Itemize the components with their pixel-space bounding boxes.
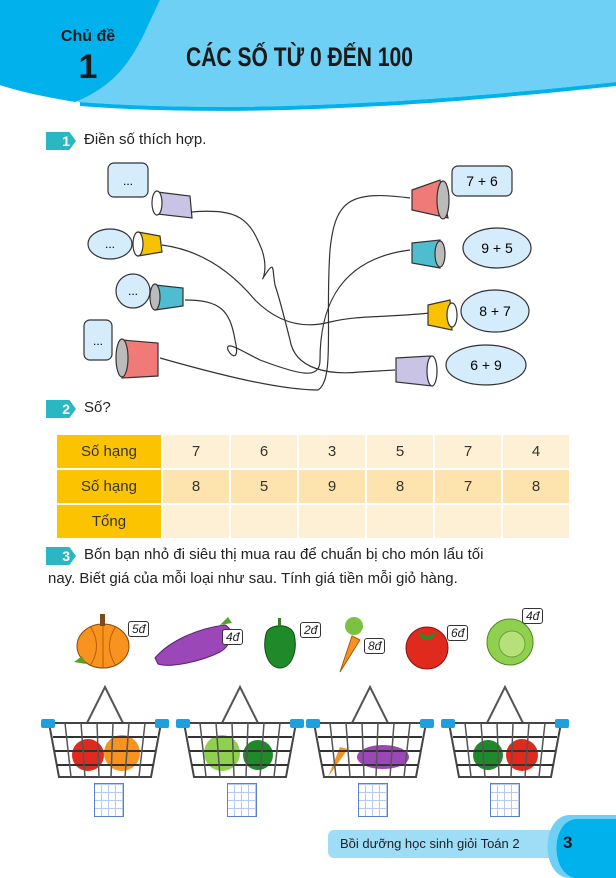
price-tag-tomato: 6đ bbox=[447, 625, 469, 641]
carrot-icon bbox=[339, 617, 363, 673]
basket-4 bbox=[440, 686, 570, 778]
exercise-2-badge: 2 bbox=[46, 400, 76, 418]
book-title: Bồi dưỡng học sinh giỏi Toán 2 bbox=[340, 836, 520, 851]
left-bubble-1-text: ... bbox=[123, 174, 133, 188]
bell-pepper-icon bbox=[264, 618, 296, 669]
basket-3 bbox=[305, 686, 435, 778]
price-tag-carrot: 8đ bbox=[364, 638, 386, 654]
basket-2 bbox=[175, 686, 305, 778]
row-header: Số hạng bbox=[57, 435, 161, 468]
table-cell: 8 bbox=[163, 470, 229, 503]
sum-answer-cell[interactable] bbox=[435, 505, 501, 538]
right-cups bbox=[395, 179, 458, 387]
table-cell: 5 bbox=[231, 470, 297, 503]
price-tag-bell-pepper: 2đ bbox=[300, 622, 322, 638]
page-number: 3 bbox=[563, 833, 573, 852]
right-bubble-1-text: 7 + 6 bbox=[466, 173, 498, 189]
table-cell: 3 bbox=[299, 435, 365, 468]
basket-1 bbox=[40, 686, 170, 778]
left-bubble-3-text: ... bbox=[128, 284, 138, 298]
exercise-3-instruction-line2: nay. Biết giá của mỗi loại như sau. Tính… bbox=[48, 570, 458, 587]
addition-table: Số hạng 7 6 3 5 7 4 Số hạng 8 5 9 8 7 8 … bbox=[55, 433, 571, 540]
baskets-row bbox=[40, 686, 570, 778]
row-header: Tổng bbox=[57, 505, 161, 538]
chapter-header: Chủ đề 1 CÁC SỐ TỪ 0 ĐẾN 100 bbox=[0, 0, 616, 130]
table-cell: 6 bbox=[231, 435, 297, 468]
table-cell: 5 bbox=[367, 435, 433, 468]
table-cell: 7 bbox=[435, 435, 501, 468]
exercise-1-instruction: Điền số thích hợp. bbox=[84, 131, 207, 148]
basket-4-answer-box[interactable] bbox=[490, 783, 520, 817]
right-bubble-4-text: 6 + 9 bbox=[470, 357, 502, 373]
sum-answer-cell[interactable] bbox=[163, 505, 229, 538]
right-bubble-3-text: 8 + 7 bbox=[479, 303, 511, 319]
sum-answer-cell[interactable] bbox=[367, 505, 433, 538]
right-bubble-2-text: 9 + 5 bbox=[481, 240, 513, 256]
topic-number: 1 bbox=[78, 48, 98, 86]
cabbage-icon bbox=[486, 618, 534, 666]
table-cell: 8 bbox=[503, 470, 569, 503]
sum-answer-cell[interactable] bbox=[299, 505, 365, 538]
right-bubbles: 7 + 6 9 + 5 8 + 7 6 + 9 bbox=[445, 165, 532, 386]
sum-answer-cell[interactable] bbox=[503, 505, 569, 538]
page-title: CÁC SỐ TỪ 0 ĐẾN 100 bbox=[186, 42, 413, 72]
table-row: Số hạng 8 5 9 8 7 8 bbox=[57, 470, 569, 503]
maze-strings bbox=[159, 195, 431, 391]
table-row: Tổng bbox=[57, 505, 569, 538]
page-number-tab bbox=[547, 815, 616, 878]
left-cups bbox=[115, 190, 193, 379]
header-background bbox=[0, 0, 616, 111]
eggplant-icon bbox=[154, 617, 232, 666]
left-bubble-2-text: ... bbox=[105, 237, 115, 251]
table-cell: 7 bbox=[435, 470, 501, 503]
row-header: Số hạng bbox=[57, 470, 161, 503]
tomato-icon bbox=[405, 626, 449, 670]
table-cell: 4 bbox=[503, 435, 569, 468]
exercise-3-badge: 3 bbox=[46, 547, 76, 565]
pumpkin-icon bbox=[74, 614, 130, 669]
exercise-1-badge: 1 bbox=[46, 132, 76, 150]
basket-3-answer-box[interactable] bbox=[358, 783, 388, 817]
topic-label: Chủ đề bbox=[60, 28, 116, 45]
basket-2-answer-box[interactable] bbox=[227, 783, 257, 817]
footer-bar bbox=[328, 830, 578, 858]
table-cell: 8 bbox=[367, 470, 433, 503]
price-tag-cabbage: 4đ bbox=[522, 608, 544, 624]
sum-answer-cell[interactable] bbox=[231, 505, 297, 538]
left-bubble-4-text: ... bbox=[93, 334, 103, 348]
table-row: Số hạng 7 6 3 5 7 4 bbox=[57, 435, 569, 468]
cup-phone-maze: ... ... ... ... 7 + 6 9 + 5 8 + 7 6 + 9 bbox=[83, 162, 532, 391]
left-bubbles: ... ... ... ... bbox=[83, 162, 151, 361]
table-cell: 9 bbox=[299, 470, 365, 503]
basket-1-answer-box[interactable] bbox=[94, 783, 124, 817]
exercise-2-instruction: Số? bbox=[84, 399, 111, 416]
table-cell: 7 bbox=[163, 435, 229, 468]
price-tag-pumpkin: 5đ bbox=[128, 621, 150, 637]
price-tag-eggplant: 4đ bbox=[222, 629, 244, 645]
exercise-3-instruction-line1: Bốn bạn nhỏ đi siêu thị mua rau để chuẩn… bbox=[84, 546, 484, 563]
